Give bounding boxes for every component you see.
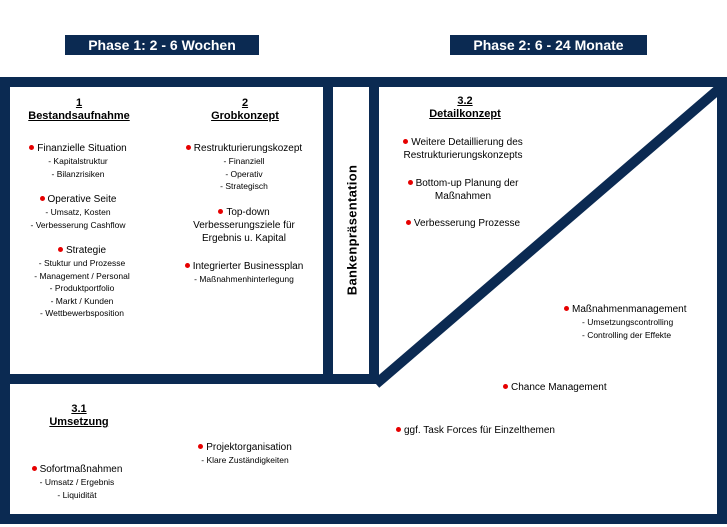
item-label-line: Ergebnis u. Kapital	[202, 233, 286, 244]
item-label: Sofortmaßnahmen	[39, 464, 123, 475]
outer-border	[0, 77, 727, 524]
section-3-2-number: 3.2	[457, 95, 473, 107]
item-label: Bottom-up Planung der	[415, 178, 519, 189]
item-label: Verbesserung Prozesse	[413, 218, 521, 229]
sub-item: - Controlling der Effekte	[582, 329, 672, 340]
section-2-number: 2	[241, 97, 249, 109]
item-label-line: Verbesserungsziele für	[193, 220, 295, 231]
s1-item-operative-seite: Operative Seite - Umsatz, Kosten - Verbe…	[12, 193, 144, 231]
sub-item: - Management / Personal	[34, 270, 130, 281]
bullet-icon	[405, 219, 411, 225]
s2-item-top-down: Top-down Verbesserungsziele für Ergebnis…	[168, 206, 320, 245]
section-2-header: 2 Grobkonzept	[190, 97, 300, 123]
item-label: Projektorganisation	[206, 442, 292, 453]
sub-item: - Produktportfolio	[49, 283, 115, 293]
right-item-chance-management: Chance Management	[503, 381, 663, 394]
section-1-number: 1	[75, 97, 83, 109]
bullet-icon	[29, 144, 35, 150]
item-line: Bottom-up Planung der	[407, 178, 519, 189]
bullet-icon	[218, 208, 224, 214]
sub-item: - Strategisch	[220, 181, 268, 191]
s31-item-projektorganisation: Projektorganisation - Klare Zuständigkei…	[178, 441, 312, 467]
sub-item: - Umsatz, Kosten	[45, 207, 111, 217]
sub-item: - Umsatz / Ergebnis	[39, 477, 115, 487]
sub-item: - Markt / Kunden	[50, 295, 114, 306]
item-label: Maßnahmenmanagement	[572, 304, 687, 315]
sub-item: - Operativ	[225, 168, 263, 179]
sub-item: - Maßnahmenhinterlegung	[194, 274, 294, 284]
bullet-icon	[396, 426, 401, 432]
right-item-massnahmenmanagement: Maßnahmenmanagement - Umsetzungscontroll…	[564, 303, 714, 341]
item-label: Finanzielle Situation	[37, 143, 127, 154]
item-line: Top-down	[218, 207, 270, 218]
s2-item-restrukturierungskonzept: Restrukturierungskozept - Finanziell - O…	[168, 142, 320, 193]
section-3-2-title: Detailkonzept	[429, 108, 501, 120]
item-label: ggf. Task Forces für Einzelthemen	[404, 425, 555, 436]
section-3-1-title: Umsetzung	[49, 416, 109, 428]
right-item-task-forces: ggf. Task Forces für Einzelthemen	[396, 424, 616, 437]
item-label-line: Maßnahmen	[434, 191, 492, 202]
s31-item-sofortmassnahmen: Sofortmaßnahmen - Umsatz / Ergebnis - Li…	[14, 463, 140, 501]
item-label: Restrukturierungskozept	[193, 143, 303, 154]
bullet-icon	[39, 195, 45, 201]
item-label: Integrierter Businessplan	[192, 261, 304, 272]
bullet-icon	[403, 138, 409, 144]
item-label-line: Restrukturierungskonzepts	[403, 150, 523, 161]
item-line: Weitere Detaillierung des	[403, 137, 523, 148]
s32-item-detaillierung: Weitere Detaillierung des Restrukturieru…	[392, 136, 534, 162]
phase-1-label: Phase 1: 2 - 6 Wochen	[65, 35, 259, 55]
bullet-icon	[184, 262, 190, 268]
bank-text: Bankenpräsentation	[344, 164, 360, 296]
bullet-icon	[185, 144, 191, 150]
s32-item-bottom-up: Bottom-up Planung der Maßnahmen	[392, 177, 534, 203]
sub-item: - Umsetzungscontrolling	[582, 317, 674, 327]
section-3-1-number: 3.1	[71, 403, 87, 415]
diagonal-divider	[372, 84, 724, 388]
item-label: Operative Seite	[47, 194, 117, 205]
sub-item: - Stuktur und Prozesse	[38, 258, 126, 268]
sub-item: - Verbesserung Cashflow	[30, 219, 126, 230]
item-label: Top-down	[226, 207, 270, 218]
bankenpraesentation-label: Bankenpräsentation	[334, 90, 370, 370]
section-1-header: 1 Bestandsaufnahme	[18, 97, 140, 123]
phase-2-label: Phase 2: 6 - 24 Monate	[450, 35, 647, 55]
bullet-icon	[407, 179, 413, 185]
sub-item: - Kapitalstruktur	[48, 156, 108, 166]
sub-item: - Wettbewerbsposition	[40, 308, 124, 318]
s1-item-finanzielle-situation: Finanzielle Situation - Kapitalstruktur …	[12, 142, 144, 180]
item-label: Weitere Detaillierung des	[411, 137, 523, 148]
sub-item: - Liquidität	[57, 489, 97, 500]
sub-item: - Klare Zuständigkeiten	[201, 455, 289, 465]
bullet-icon	[564, 305, 569, 311]
sub-item: - Finanziell	[223, 156, 265, 166]
section-3-2-header: 3.2 Detailkonzept	[420, 95, 510, 121]
item-label: Strategie	[65, 245, 107, 256]
bullet-icon	[57, 246, 63, 252]
bullet-icon	[198, 443, 204, 449]
s2-item-businessplan: Integrierter Businessplan - Maßnahmenhin…	[168, 260, 320, 286]
section-1-title: Bestandsaufnahme	[28, 110, 130, 122]
section-2-title: Grobkonzept	[211, 110, 279, 122]
section-3-1-header: 3.1 Umsetzung	[34, 403, 124, 429]
s1-item-strategie: Strategie - Stuktur und Prozesse - Manag…	[12, 244, 152, 320]
item-label: Chance Management	[511, 382, 607, 393]
sub-item: - Bilanzrisiken	[51, 168, 105, 179]
bullet-icon	[31, 465, 37, 471]
bullet-icon	[503, 383, 508, 389]
s32-item-verbesserung-prozesse: Verbesserung Prozesse	[392, 217, 534, 230]
